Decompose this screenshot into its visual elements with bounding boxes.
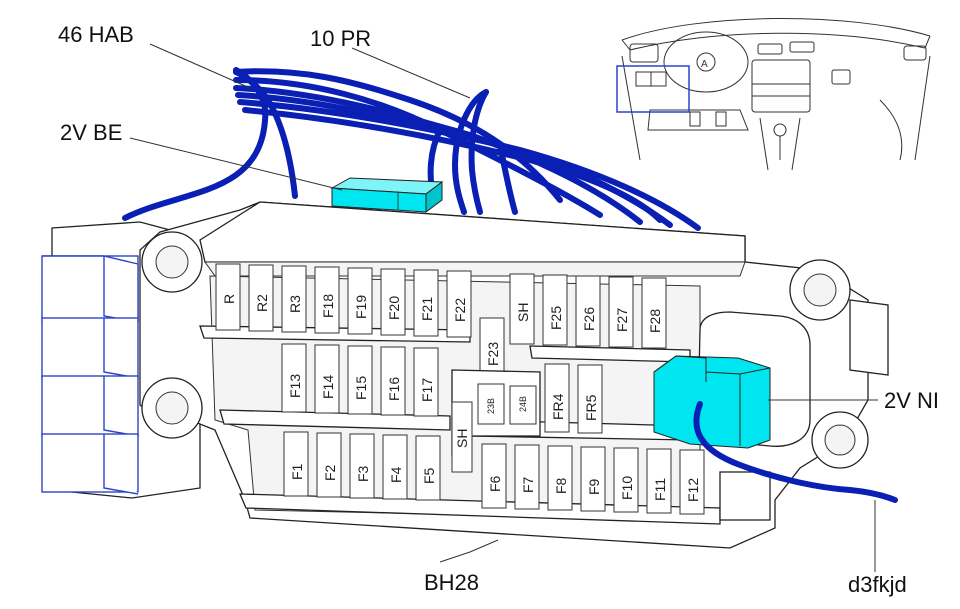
fuse-label-F16: F16 [386, 377, 402, 401]
fuse-label-F19: F19 [353, 295, 369, 319]
fuse-label-F26: F26 [581, 307, 597, 331]
fuse-label-R2: R2 [254, 294, 270, 312]
callout-connector-be: 2V BE [60, 120, 122, 145]
fuse-label-F27: F27 [614, 308, 630, 332]
small-relay-23B [477, 383, 505, 425]
fuse-label-F6: F6 [487, 475, 503, 492]
fuse-label-F4: F4 [388, 466, 404, 483]
fuse-label-F13: F13 [287, 374, 303, 398]
leader-lines [129, 43, 878, 572]
fuse-row-top: R R2 R3 F18 F19 F20 F21 F22 SH F25 F26 F… [215, 263, 667, 349]
fuse-label-F17: F17 [419, 378, 435, 402]
fuse-label-R: R [221, 294, 237, 304]
fuse-label-F7: F7 [520, 476, 536, 493]
small-relay-24B [509, 385, 537, 425]
callout-harness: 46 HAB [58, 22, 134, 47]
fuse-label-F21: F21 [419, 297, 435, 321]
connector-2v-ni [653, 355, 771, 449]
wire-harness [122, 67, 701, 231]
fuse-label-F22: F22 [452, 298, 468, 322]
fuse-label-F2: F2 [322, 464, 338, 481]
fuse-label-F10: F10 [619, 476, 635, 500]
small-relay-label-23B: 23B [486, 398, 496, 414]
fuse-label-F28: F28 [647, 309, 663, 333]
small-relay-label-24B: 24B [518, 396, 528, 412]
fuse-row-bottom: F1 F2 F3 F4 F5 F6 F7 F8 F9 F10 F11 F12 [283, 431, 705, 515]
fuse-label-F23: F23 [485, 342, 501, 366]
callout-connector-ni: 2V NI [884, 388, 939, 413]
svg-text:A: A [701, 59, 708, 70]
inset-location-marker [616, 65, 690, 113]
fuse-label-F8: F8 [553, 477, 569, 494]
fuse-label-SH-mid: SH [454, 429, 470, 448]
fuse-label-F9: F9 [586, 478, 602, 495]
fuse-label-F20: F20 [386, 296, 402, 320]
callout-connector-pr: 10 PR [310, 26, 371, 51]
fuse-label-FR4: FR4 [550, 393, 566, 420]
callout-fusebox: BH28 [424, 570, 479, 595]
fuse-label-FR5: FR5 [583, 394, 599, 421]
fuse-label-F1: F1 [289, 463, 305, 480]
right-socket-base [719, 471, 771, 521]
fuse-label-F12: F12 [685, 478, 701, 502]
fuse-label-SH-top: SH [515, 303, 531, 322]
ground-wire [693, 401, 898, 503]
fuse-box: R R2 R3 F18 F19 F20 F21 F22 SH F25 F26 F… [139, 201, 889, 549]
fuse-label-F3: F3 [355, 465, 371, 482]
dashboard-locator-icon: A [616, 18, 931, 171]
fuse-label-F11: F11 [652, 478, 668, 501]
fuse-row-middle: F13 F14 F15 F16 F17 FR4 FR5 [281, 343, 603, 434]
fuse-label-F14: F14 [320, 375, 336, 399]
connector-2v-be [330, 177, 444, 213]
fuse-label-R3: R3 [287, 295, 303, 313]
fuse-label-F5: F5 [421, 467, 437, 484]
callout-ground: d3fkjd [848, 572, 907, 597]
fuse-label-F15: F15 [353, 376, 369, 400]
fuse-label-F25: F25 [548, 306, 564, 330]
small-relay-block: 23B 24B SH [451, 369, 541, 473]
fuse-label-F18: F18 [320, 294, 336, 318]
fuse-slot-SH-mid [451, 401, 473, 473]
